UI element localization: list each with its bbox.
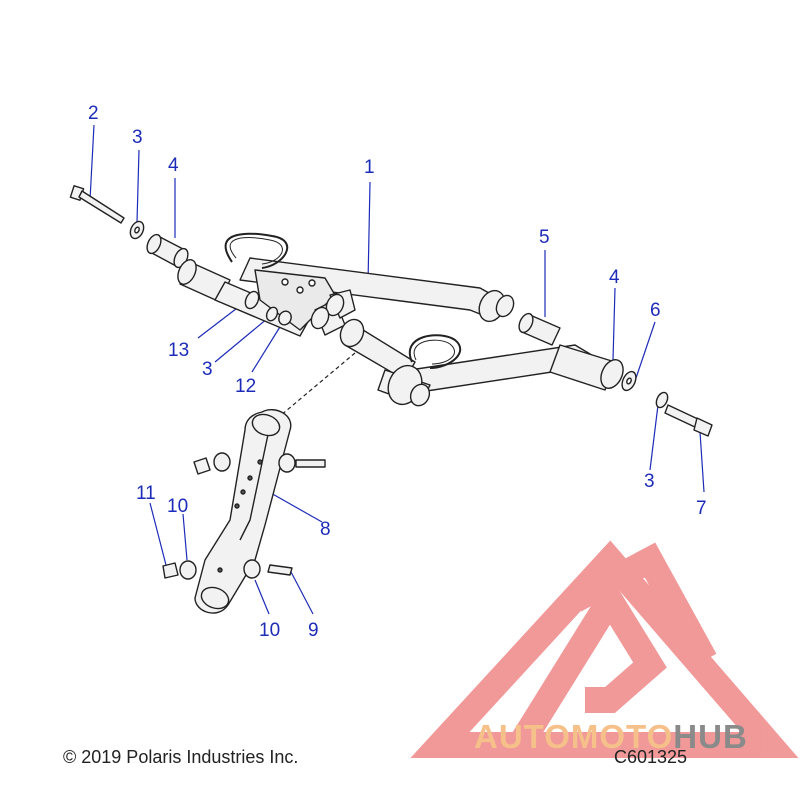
callout-12: 12 [235, 376, 257, 397]
bolt-right [664, 404, 713, 437]
callout-9: 9 [308, 620, 319, 641]
washer-13 [244, 290, 260, 310]
callout-1: 1 [364, 157, 375, 178]
callout-3-middle: 3 [202, 359, 213, 380]
callout-4-right: 4 [609, 267, 620, 288]
callout-7: 7 [696, 498, 707, 519]
nut-12 [278, 310, 292, 326]
watermark-text: AUTOMOTOHUB [474, 720, 748, 753]
assembly-dashed-line [279, 352, 356, 417]
watermark-text-part2: HUB [673, 718, 748, 755]
parts [69, 185, 713, 614]
watermark-text-part1: AUTOMOTO [474, 718, 674, 755]
watermark-logo [410, 540, 799, 758]
callout-13: 13 [168, 340, 190, 361]
callout-10-left: 10 [167, 496, 189, 517]
washer-right [655, 391, 669, 409]
callout-2: 2 [88, 103, 99, 124]
washer-left-middle [265, 306, 279, 322]
copyright-text: © 2019 Polaris Industries Inc. [63, 747, 299, 767]
callout-3-top: 3 [132, 127, 143, 148]
leader-lines [89, 124, 705, 615]
callout-10-bottom: 10 [259, 620, 281, 641]
bracket-8 [162, 409, 326, 614]
line-loop-right [408, 334, 462, 369]
callout-11: 11 [136, 483, 156, 504]
callout-5: 5 [539, 227, 550, 248]
callout-3-right: 3 [644, 471, 655, 492]
bolt-left [69, 185, 125, 224]
callout-4-left: 4 [168, 155, 179, 176]
figure-code: C601325 [614, 747, 688, 767]
callout-8: 8 [320, 519, 331, 540]
callout-6: 6 [650, 300, 661, 321]
line-loop-left [224, 232, 288, 269]
a-arm [177, 257, 624, 407]
bushing-right [518, 312, 561, 346]
